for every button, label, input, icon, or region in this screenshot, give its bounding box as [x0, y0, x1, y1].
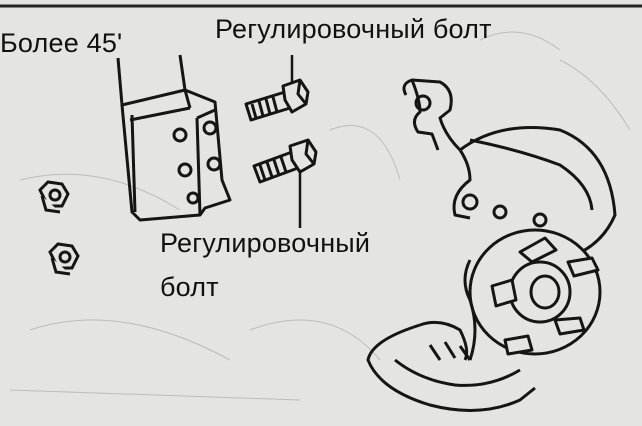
angle-note-label: Более 45'	[0, 28, 123, 58]
nut-lower	[48, 242, 80, 276]
wheel-hub	[468, 228, 602, 356]
steering-knuckle	[402, 78, 617, 262]
adjusting-bolt-label-bottom-line1: Регулировочный	[160, 228, 371, 258]
adjusting-bolt-label-top: Регулировочный болт	[215, 14, 492, 44]
adjusting-bolt-lower	[252, 138, 318, 228]
backing-plate	[366, 259, 536, 412]
strut-bracket	[116, 54, 232, 222]
adjusting-bolt-label-bottom-line2: болт	[160, 272, 219, 302]
background-sketch	[9, 31, 631, 401]
nut-upper	[38, 180, 70, 214]
adjusting-bolt-upper	[244, 55, 310, 122]
